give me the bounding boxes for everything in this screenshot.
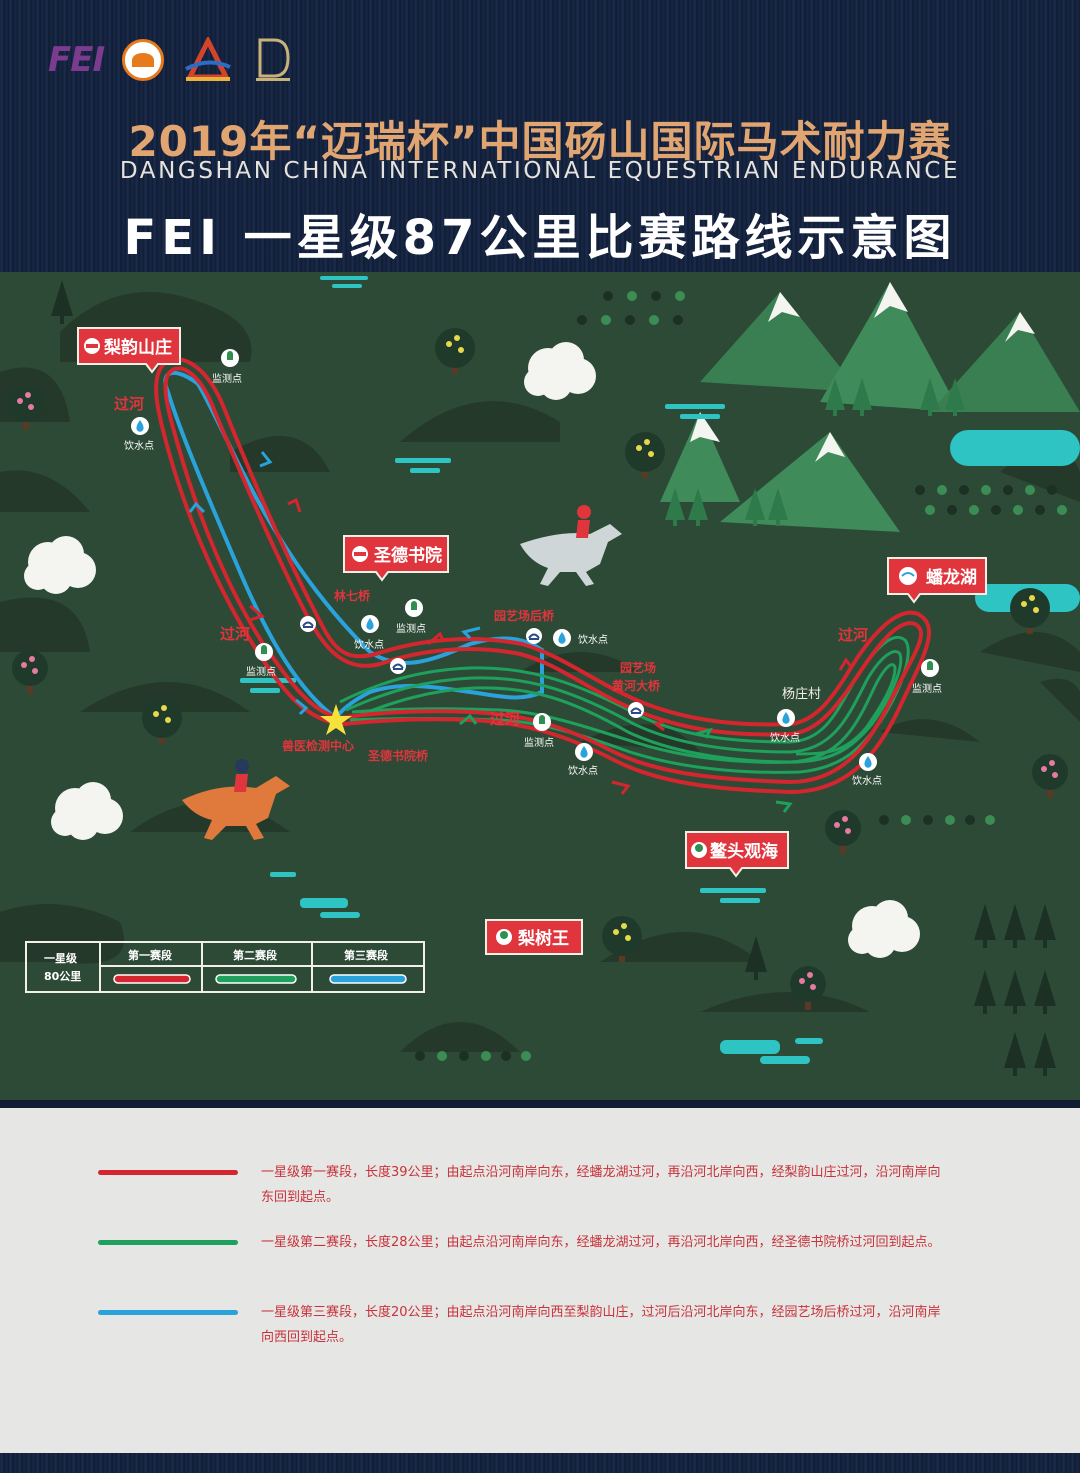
place-sign: 蟠龙湖 [887, 557, 987, 604]
horse-rider-icon [182, 759, 290, 840]
route-map: 梨韵山庄 圣德书院 蟠龙湖 鳌头观海 梨树王 监测点 监测点 监测点 监测点 监… [0, 272, 1080, 1100]
monitor-point: 监测点 [396, 599, 426, 635]
lakes [950, 430, 1080, 612]
water-point: 饮水点 [568, 743, 598, 777]
water-ripples [240, 276, 823, 1064]
legend-level: 一星级 [44, 951, 78, 965]
yuanyichang-label: 园艺场 [620, 660, 656, 675]
footer-banner [0, 1453, 1080, 1473]
river-crossing-label: 过河 [114, 395, 144, 413]
horse-rider-icon [520, 505, 622, 586]
water-point: 饮水点 [124, 417, 154, 452]
monitor-point: 监测点 [246, 643, 276, 678]
place-name: 梨树王 [517, 928, 569, 949]
sponsor-logos: FEI [48, 36, 294, 84]
monitor-point: 监测点 [912, 659, 942, 695]
legend-stage-2-swatch [215, 974, 297, 984]
place-sign: 梨树王 [485, 919, 583, 955]
river-crossing-label: 过河 [220, 625, 250, 643]
svg-text:饮水点: 饮水点 [578, 633, 608, 646]
stage-legend-box: 一星级 80公里 第一赛段 第二赛段 第三赛段 [25, 941, 425, 993]
monitor-point: 监测点 [524, 713, 554, 749]
header-banner: FEI 2019年“迈瑞杯”中国砀山国际马术耐力赛 DANGSHAN CHINA… [0, 0, 1080, 272]
place-name: 圣德书院 [374, 545, 442, 566]
yellow-river-bridge-label: 黄河大桥 [612, 678, 661, 693]
place-sign: 梨韵山庄 [77, 327, 181, 374]
route-map-title: FEI 一星级87公里比赛路线示意图 [123, 210, 957, 266]
place-name: 蟠龙湖 [926, 567, 977, 588]
place-name: 梨韵山庄 [103, 337, 172, 358]
route-descriptions: 一星级第一赛段，长度39公里；由起点沿河南岸向东，经蟠龙湖过河，再沿河北岸向西，… [0, 1108, 1080, 1453]
legend-stage-2: 第二赛段 [233, 948, 277, 962]
legend-stage-1: 第一赛段 [128, 948, 172, 962]
start-star [320, 704, 352, 735]
club-logo [252, 36, 294, 84]
monitor-point: 监测点 [212, 349, 242, 385]
stage-3-line [98, 1310, 238, 1315]
stage-2-line [98, 1240, 238, 1245]
svg-text:监测点: 监测点 [912, 682, 942, 695]
river-crossing-label: 过河 [838, 626, 868, 644]
legend-stage-1-swatch [113, 974, 191, 984]
svg-text:饮水点: 饮水点 [124, 439, 154, 452]
water-point: 饮水点 [553, 629, 608, 647]
stage-3-route [163, 370, 544, 720]
legend-distance: 80公里 [44, 970, 81, 983]
yuanyichang-back-bridge-label: 园艺场后桥 [494, 608, 555, 623]
svg-text:监测点: 监测点 [246, 665, 276, 678]
svg-text:监测点: 监测点 [396, 622, 426, 635]
svg-text:饮水点: 饮水点 [852, 774, 882, 787]
dot-rows [415, 291, 1067, 1061]
svg-text:饮水点: 饮水点 [568, 764, 598, 777]
river-crossing-label: 过河 [490, 710, 520, 728]
event-logo [182, 37, 234, 83]
linqi-bridge-label: 林七桥 [334, 588, 371, 603]
svg-text:监测点: 监测点 [212, 372, 242, 385]
association-logo [122, 39, 165, 81]
water-point: 饮水点 [852, 753, 882, 787]
stage-1-text: 一星级第一赛段，长度39公里；由起点沿河南岸向东，经蟠龙湖过河，再沿河北岸向西，… [261, 1165, 941, 1205]
stage-2-text: 一星级第二赛段，长度28公里；由起点沿河南岸向东，经蟠龙湖过河，再沿河北岸向西，… [261, 1235, 941, 1250]
yangzhuang-village-label: 杨庄村 [782, 686, 821, 702]
water-point: 饮水点 [770, 709, 800, 744]
place-sign: 鳌头观海 [685, 831, 789, 878]
stage-1-line [98, 1170, 238, 1175]
place-name: 鳌头观海 [710, 841, 778, 862]
water-point: 饮水点 [354, 615, 384, 651]
stage-3-text: 一星级第三赛段，长度20公里；由起点沿河南岸向西至梨韵山庄，过河后沿河北岸向东，… [261, 1305, 941, 1345]
place-sign: 圣德书院 [343, 535, 449, 582]
event-title: 2019年“迈瑞杯”中国砀山国际马术耐力赛 [128, 117, 952, 166]
shengde-bridge-label: 圣德书院桥 [367, 748, 429, 763]
event-title-english: DANGSHAN CHINA INTERNATIONAL EQUESTRIAN … [119, 158, 961, 184]
legend-stage-3: 第三赛段 [344, 948, 388, 962]
svg-text:饮水点: 饮水点 [354, 638, 384, 651]
mountains [660, 282, 1080, 532]
vet-center-label: 兽医检测中心 [282, 738, 354, 753]
svg-text:监测点: 监测点 [524, 736, 554, 749]
route-arrows [188, 451, 854, 813]
svg-text:饮水点: 饮水点 [770, 731, 800, 744]
fei-logo: FEI [48, 40, 105, 80]
legend-stage-3-swatch [329, 974, 407, 984]
